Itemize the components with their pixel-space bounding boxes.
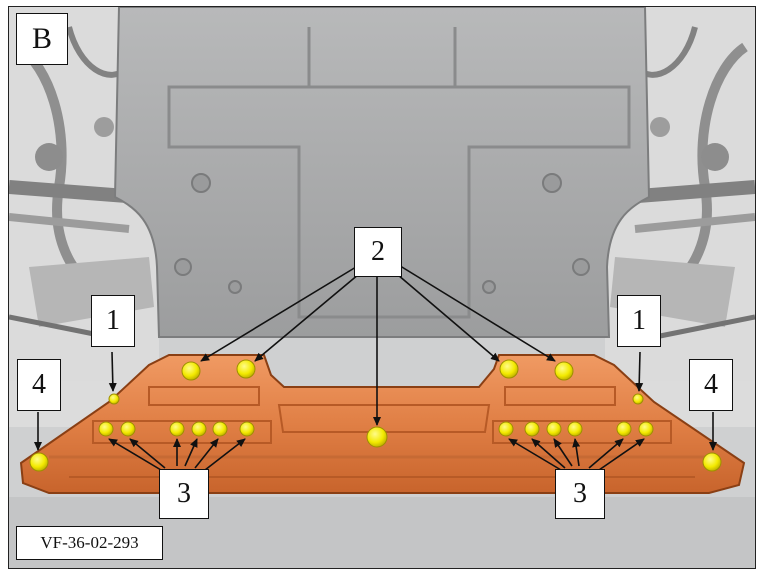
bolt-4-right xyxy=(702,452,722,472)
bolt-1-right xyxy=(632,393,644,405)
bolt-3-r6 xyxy=(638,421,654,437)
bolt-3-l1 xyxy=(98,421,114,437)
bolt-3-l4 xyxy=(191,421,207,437)
panel-letter: B xyxy=(16,13,68,65)
underbody-panel xyxy=(113,7,651,338)
bolt-3-l6 xyxy=(239,421,255,437)
bolt-2-e xyxy=(554,361,574,381)
underbody-illustration xyxy=(9,7,755,568)
bolt-3-l3 xyxy=(169,421,185,437)
bolt-4-left xyxy=(29,452,49,472)
callout-4-right: 4 xyxy=(689,359,733,411)
bolt-3-l2 xyxy=(120,421,136,437)
bolt-3-r4 xyxy=(567,421,583,437)
diagram-frame: B 1 1 2 3 3 4 4 VF-36-02-293 xyxy=(8,6,756,569)
callout-3-right: 3 xyxy=(555,469,605,519)
bolt-2-b xyxy=(236,359,256,379)
bolt-3-l5 xyxy=(212,421,228,437)
bolt-1-left xyxy=(108,393,120,405)
bolts xyxy=(29,359,722,472)
callout-2: 2 xyxy=(354,227,402,277)
bolt-3-r1 xyxy=(498,421,514,437)
bolt-3-r5 xyxy=(616,421,632,437)
callout-3-left: 3 xyxy=(159,469,209,519)
reference-code: VF-36-02-293 xyxy=(16,526,163,560)
bolt-3-r2 xyxy=(524,421,540,437)
callout-1-left: 1 xyxy=(91,295,135,347)
bolt-3-r3 xyxy=(546,421,562,437)
bolt-2-c xyxy=(366,426,388,448)
bolt-2-d xyxy=(499,359,519,379)
cross-stamp xyxy=(167,85,631,319)
leader-lines xyxy=(34,263,717,471)
bolt-2-a xyxy=(181,361,201,381)
callout-4-left: 4 xyxy=(17,359,61,411)
callout-1-right: 1 xyxy=(617,295,661,347)
